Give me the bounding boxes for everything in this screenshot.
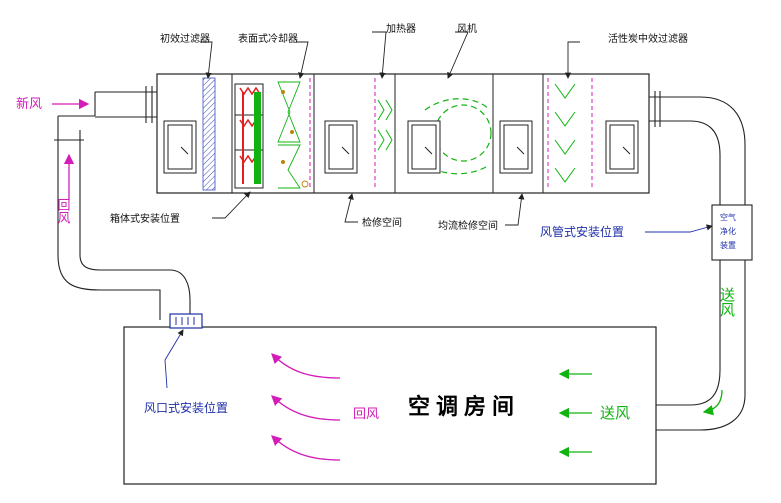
- label-supply-air-room: 送风: [600, 404, 630, 422]
- label-box-install: 箱体式安装位置: [110, 212, 180, 225]
- label-purifier-2: 净化: [720, 226, 736, 236]
- ducts: [54, 86, 753, 431]
- label-purifier-3: 装置: [720, 240, 736, 250]
- carbon-filter: [547, 78, 593, 190]
- heater-element: [374, 78, 393, 190]
- air-conditioned-room: [123, 326, 657, 485]
- label-return-air-vertical: 回风: [55, 198, 71, 225]
- access-doors: [163, 120, 639, 174]
- cooling-coil: [277, 81, 309, 189]
- label-inspection-space: 检修空间: [362, 216, 402, 229]
- label-heater: 加热器: [386, 22, 416, 35]
- label-fan: 风机: [457, 22, 477, 35]
- label-room: 空调房间: [408, 394, 520, 420]
- return-grille: [169, 313, 203, 329]
- label-outlet-install: 风口式安装位置: [144, 400, 228, 415]
- air-handling-unit: [156, 73, 650, 194]
- label-supply-air-vertical: 送风: [718, 287, 736, 318]
- leader-lines: [164, 31, 713, 389]
- label-purifier-1: 空气: [720, 212, 736, 222]
- label-surface-cooler: 表面式冷却器: [238, 32, 298, 45]
- label-return-air-room: 回风: [353, 407, 379, 422]
- label-duct-install: 风管式安装位置: [540, 224, 624, 239]
- label-equalizing-space: 均流检修空间: [438, 219, 498, 232]
- flow-arrows: [52, 98, 723, 461]
- label-primary-filter: 初效过滤器: [160, 32, 210, 45]
- surface-cooler: [234, 83, 264, 189]
- primary-filter: [202, 77, 216, 191]
- label-fresh-air: 新风: [16, 96, 42, 112]
- label-carbon-filter: 活性炭中效过滤器: [608, 32, 688, 45]
